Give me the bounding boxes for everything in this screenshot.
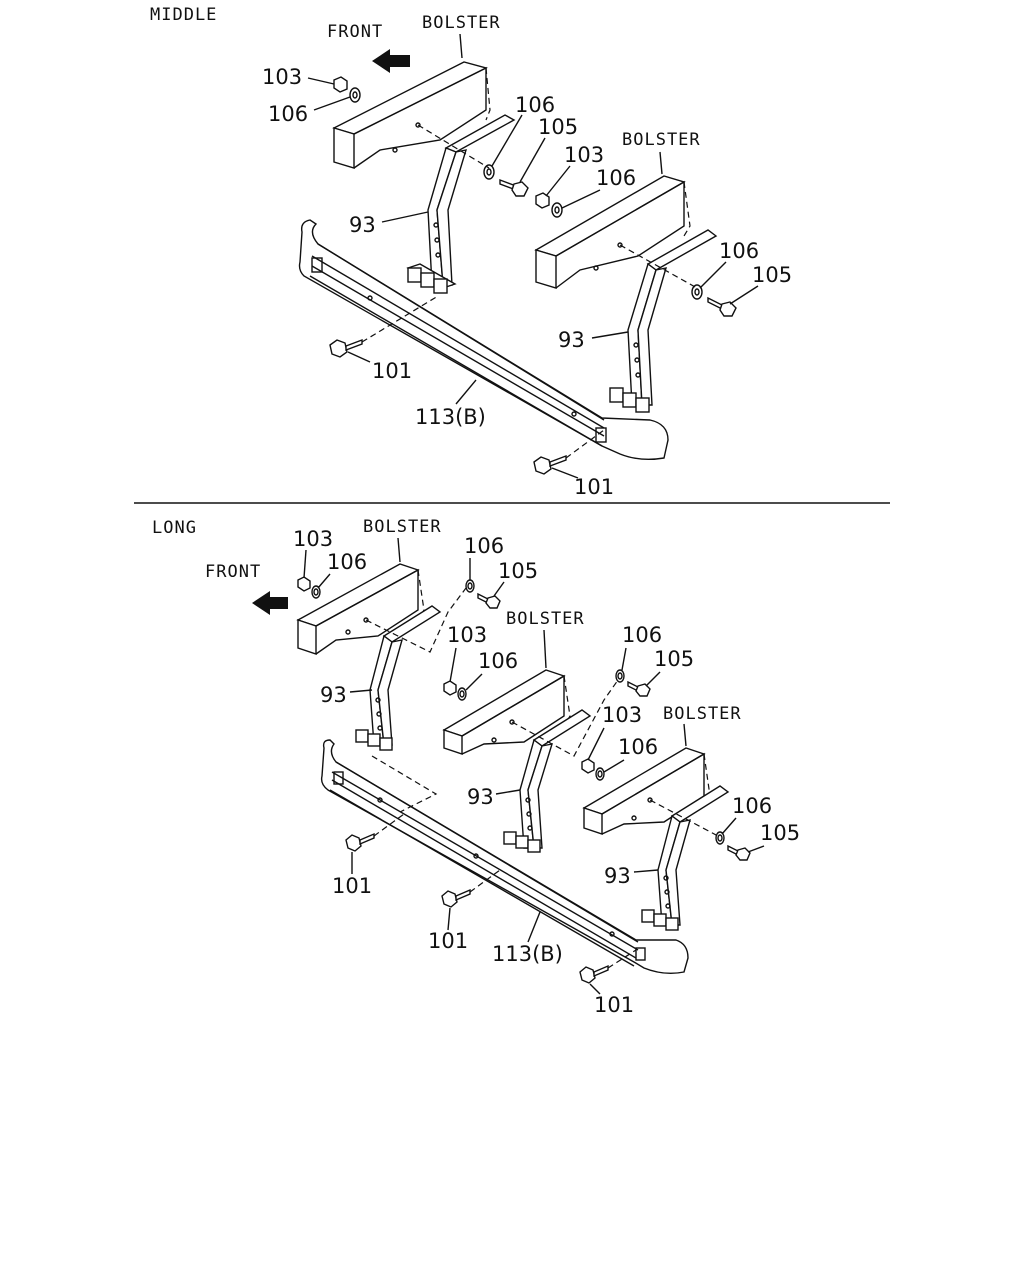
long-bolt-105-2 xyxy=(627,680,651,697)
middle-bolt-105-2 xyxy=(707,296,737,317)
middle-section-label: MIDDLE xyxy=(150,5,217,25)
long-washer-106-2 xyxy=(465,579,475,593)
middle-washer-106-1 xyxy=(349,87,361,103)
long-bolster-3 xyxy=(582,747,711,835)
middle-callout-103-1: 103 xyxy=(262,65,302,89)
long-callout-105-1: 105 xyxy=(498,559,538,583)
middle-nut-103-1 xyxy=(333,76,348,93)
long-washer-106-6 xyxy=(715,831,725,845)
long-bolt-101-3 xyxy=(579,964,609,984)
long-washer-106-5 xyxy=(595,767,605,781)
middle-callout-106-2: 106 xyxy=(515,93,555,117)
middle-callout-103-2: 103 xyxy=(564,143,604,167)
middle-front-label: FRONT xyxy=(327,22,383,42)
long-washer-106-1 xyxy=(311,585,321,599)
long-section: LONG FRONT BOLSTER xyxy=(152,517,800,1017)
middle-callout-113b: 113(B) xyxy=(415,405,486,429)
long-callout-103-1: 103 xyxy=(293,527,333,551)
middle-bracket-93-1 xyxy=(406,114,516,294)
long-rail-113b xyxy=(320,739,689,975)
long-callout-93-3: 93 xyxy=(604,864,631,888)
middle-front-arrow-icon xyxy=(372,49,410,73)
middle-bolster-1 xyxy=(332,61,491,169)
middle-washer-106-2 xyxy=(483,164,495,180)
middle-callout-106-4: 106 xyxy=(719,239,759,263)
long-callout-101-2: 101 xyxy=(428,929,468,953)
long-callout-101-1: 101 xyxy=(332,874,372,898)
middle-nut-103-2 xyxy=(535,192,550,209)
middle-callout-93-1: 93 xyxy=(349,213,376,237)
long-front-arrow-icon xyxy=(252,591,288,615)
long-callout-106-1: 106 xyxy=(327,550,367,574)
middle-bolt-105-1 xyxy=(499,178,529,197)
middle-bolster-2 xyxy=(534,175,691,289)
long-callout-93-1: 93 xyxy=(320,683,347,707)
middle-callout-105-2: 105 xyxy=(752,263,792,287)
middle-callout-93-2: 93 xyxy=(558,328,585,352)
long-nut-103-2 xyxy=(443,680,457,696)
middle-washer-106-3 xyxy=(551,202,563,218)
long-bolt-101-1 xyxy=(345,832,375,852)
long-callout-106-3: 106 xyxy=(478,649,518,673)
long-bracket-93-1 xyxy=(355,605,442,751)
middle-bolster-label-1: BOLSTER xyxy=(422,13,501,33)
long-washer-106-4 xyxy=(615,669,625,683)
long-washer-106-3 xyxy=(457,687,467,701)
long-callout-105-3: 105 xyxy=(760,821,800,845)
long-bracket-93-3 xyxy=(641,785,730,931)
middle-bracket-93-2 xyxy=(609,229,718,413)
long-bolt-101-2 xyxy=(441,888,471,908)
middle-callout-106-3: 106 xyxy=(596,166,636,190)
long-bolster-label-1: BOLSTER xyxy=(363,517,442,537)
long-bolster-1 xyxy=(296,563,425,655)
long-front-label: FRONT xyxy=(205,562,261,582)
long-callout-103-2: 103 xyxy=(447,623,487,647)
long-section-label: LONG xyxy=(152,518,197,538)
long-nut-103-1 xyxy=(297,576,311,592)
long-callout-106-6: 106 xyxy=(732,794,772,818)
middle-bolt-101-2 xyxy=(533,454,567,475)
middle-callout-105-1: 105 xyxy=(538,115,578,139)
long-bolt-105-3 xyxy=(727,844,751,861)
long-bolster-label-3: BOLSTER xyxy=(663,704,742,724)
long-callout-106-2: 106 xyxy=(464,534,504,558)
long-callout-105-2: 105 xyxy=(654,647,694,671)
long-bracket-93-2 xyxy=(503,709,592,853)
long-bolster-2 xyxy=(442,669,571,755)
middle-rail-113b xyxy=(298,219,669,461)
long-callout-103-3: 103 xyxy=(602,703,642,727)
long-nut-103-3 xyxy=(581,758,595,774)
middle-callout-101-2: 101 xyxy=(574,475,614,499)
middle-bolt-101-1 xyxy=(329,338,363,358)
middle-callout-101-1: 101 xyxy=(372,359,412,383)
middle-callout-106-1: 106 xyxy=(268,102,308,126)
long-callout-106-5: 106 xyxy=(618,735,658,759)
long-callout-101-3: 101 xyxy=(594,993,634,1017)
long-bolt-105-1 xyxy=(477,592,501,609)
long-bolster-label-2: BOLSTER xyxy=(506,609,585,629)
long-callout-93-2: 93 xyxy=(467,785,494,809)
long-callout-106-4: 106 xyxy=(622,623,662,647)
middle-washer-106-4 xyxy=(691,284,703,300)
middle-bolster-label-2: BOLSTER xyxy=(622,130,701,150)
long-callout-113b: 113(B) xyxy=(492,942,563,966)
middle-section: MIDDLE FRONT BOLSTER xyxy=(150,5,792,499)
